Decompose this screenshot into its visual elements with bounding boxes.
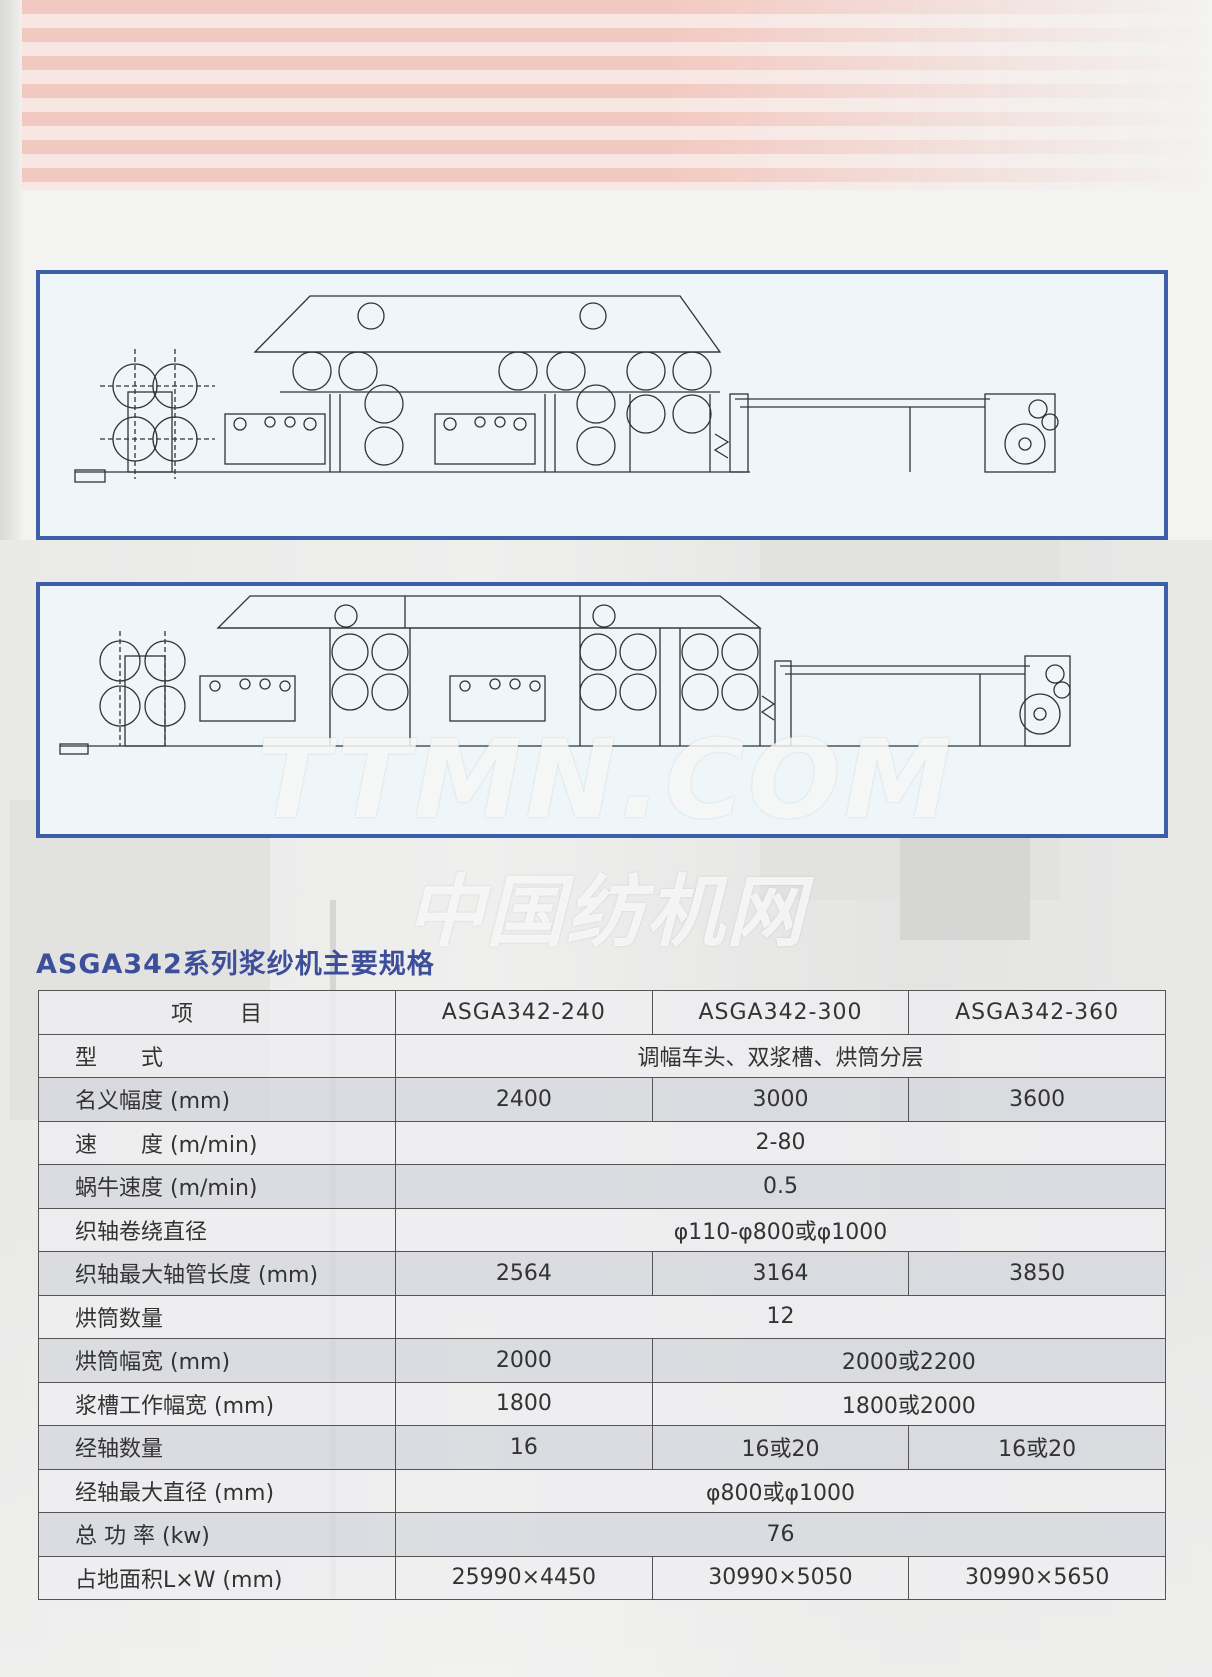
row-label-cell: 烘筒幅宽 (mm) xyxy=(38,1338,396,1383)
row-label-cell: 织轴卷绕直径 xyxy=(38,1207,396,1252)
header-model-cell: ASGA342-360 xyxy=(908,990,1166,1035)
row-label-cell: 浆槽工作幅宽 (mm) xyxy=(38,1381,396,1426)
row-label-cell: 烘筒数量 xyxy=(38,1294,396,1339)
spec-title: ASGA342系列浆纱机主要规格 xyxy=(36,949,435,980)
row-label-cell: 总 功 率 (kw) xyxy=(38,1512,396,1557)
row-value-cell: 2-80 xyxy=(395,1120,1166,1165)
row-value-cell: 2564 xyxy=(395,1251,653,1296)
machine-diagram-top xyxy=(36,270,1168,540)
row-value-cell: 3600 xyxy=(908,1077,1166,1122)
row-label-cell: 型 式 xyxy=(38,1033,396,1078)
row-label-cell: 名义幅度 (mm) xyxy=(38,1077,396,1122)
row-value-cell: φ110-φ800或φ1000 xyxy=(395,1207,1166,1252)
row-value-cell: 调幅车头、双浆槽、烘筒分层 xyxy=(395,1033,1166,1078)
header-model-cell: ASGA342-300 xyxy=(651,990,910,1035)
table-row: 蜗牛速度 (m/min)0.5 xyxy=(38,1164,1166,1209)
row-value-cell: 2000 xyxy=(395,1338,653,1383)
table-row: 速 度 (m/min)2-80 xyxy=(38,1120,1166,1165)
machine-line-drawing xyxy=(74,295,1059,483)
row-value-cell: 12 xyxy=(395,1294,1166,1339)
table-row: 总 功 率 (kw)76 xyxy=(38,1512,1166,1557)
row-value-cell: 1800或2000 xyxy=(651,1381,1167,1426)
table-row: 经轴最大直径 (mm)φ800或φ1000 xyxy=(38,1468,1166,1513)
machine-diagram-bottom xyxy=(36,582,1168,838)
row-value-cell: 16或20 xyxy=(908,1425,1166,1470)
row-label-cell: 经轴最大直径 (mm) xyxy=(38,1468,396,1513)
header-item-cell: 项 目 xyxy=(38,990,396,1035)
table-row: 型 式调幅车头、双浆槽、烘筒分层 xyxy=(38,1033,1166,1078)
decorative-stripes xyxy=(0,0,1212,190)
header-model-cell: ASGA342-240 xyxy=(395,990,653,1035)
row-value-cell: 30990×5650 xyxy=(908,1555,1166,1600)
row-value-cell: 2400 xyxy=(395,1077,653,1122)
row-value-cell: 16或20 xyxy=(651,1425,910,1470)
row-value-cell: 0.5 xyxy=(395,1164,1166,1209)
row-value-cell: 25990×4450 xyxy=(395,1555,653,1600)
row-value-cell: 2000或2200 xyxy=(651,1338,1167,1383)
row-label-cell: 速 度 (m/min) xyxy=(38,1120,396,1165)
row-label-cell: 蜗牛速度 (m/min) xyxy=(38,1164,396,1209)
row-label-cell: 织轴最大轴管长度 (mm) xyxy=(38,1251,396,1296)
row-value-cell: φ800或φ1000 xyxy=(395,1468,1166,1513)
row-value-cell: 16 xyxy=(395,1425,653,1470)
row-value-cell: 1800 xyxy=(395,1381,653,1426)
machine-line-drawing xyxy=(59,595,1071,755)
row-value-cell: 76 xyxy=(395,1512,1166,1557)
row-value-cell: 3850 xyxy=(908,1251,1166,1296)
row-value-cell: 3000 xyxy=(651,1077,910,1122)
row-value-cell: 3164 xyxy=(651,1251,910,1296)
row-label-cell: 经轴数量 xyxy=(38,1425,396,1470)
row-value-cell: 30990×5050 xyxy=(651,1555,910,1600)
row-label-cell: 占地面积L×W (mm) xyxy=(38,1555,396,1600)
